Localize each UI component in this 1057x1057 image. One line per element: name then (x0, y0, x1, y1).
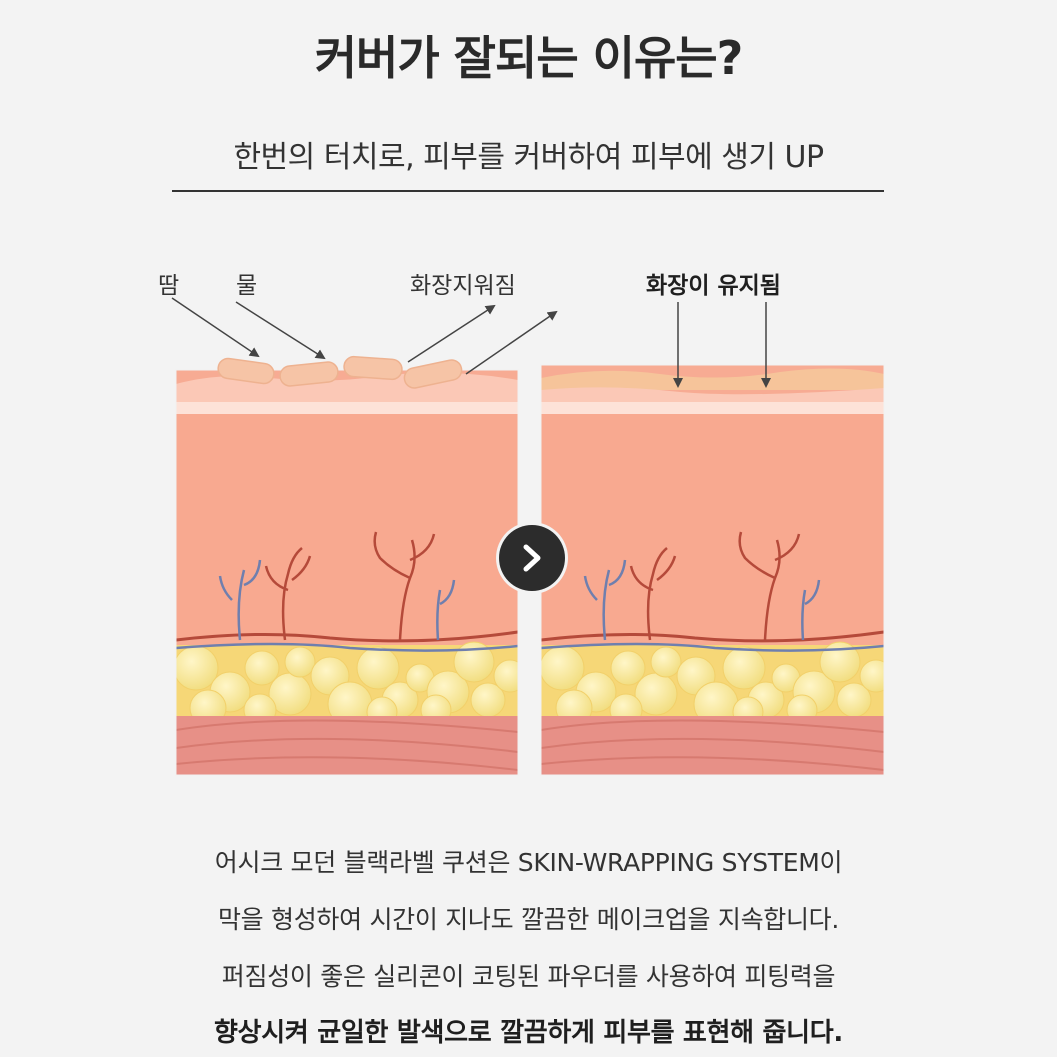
skin-before-panel (171, 297, 558, 776)
left-arrows (171, 297, 558, 375)
skin-after-panel (540, 302, 885, 776)
page-title: 커버가 잘되는 이유는? (314, 31, 744, 85)
label-sweat: 땀 (158, 273, 180, 299)
description-emphasis: 향상시켜 균일한 발색으로 깔끔하게 피부를 표현해 줍니다. (214, 1018, 843, 1048)
next-arrow-button (499, 525, 565, 591)
label-makeup-removed: 화장지워짐 (410, 273, 516, 299)
page-subtitle: 한번의 터치로, 피부를 커버하여 피부에 생기 UP (233, 140, 824, 175)
label-water: 물 (236, 273, 258, 299)
description-line-1: 어시크 모던 블랙라벨 쿠션은 SKIN-WRAPPING SYSTEM이 (214, 848, 843, 877)
makeup-flakes (217, 355, 463, 389)
description-line-3: 퍼짐성이 좋은 실리콘이 코팅된 파우더를 사용하여 피팅력을 (221, 962, 836, 991)
chevron-right-icon (523, 544, 541, 572)
subtitle-underline (172, 190, 884, 192)
description-line-2: 막을 형성하여 시간이 지나도 깔끔한 메이크업을 지속합니다. (217, 905, 840, 934)
right-arrows (673, 302, 771, 388)
label-makeup-kept: 화장이 유지됨 (646, 273, 781, 299)
